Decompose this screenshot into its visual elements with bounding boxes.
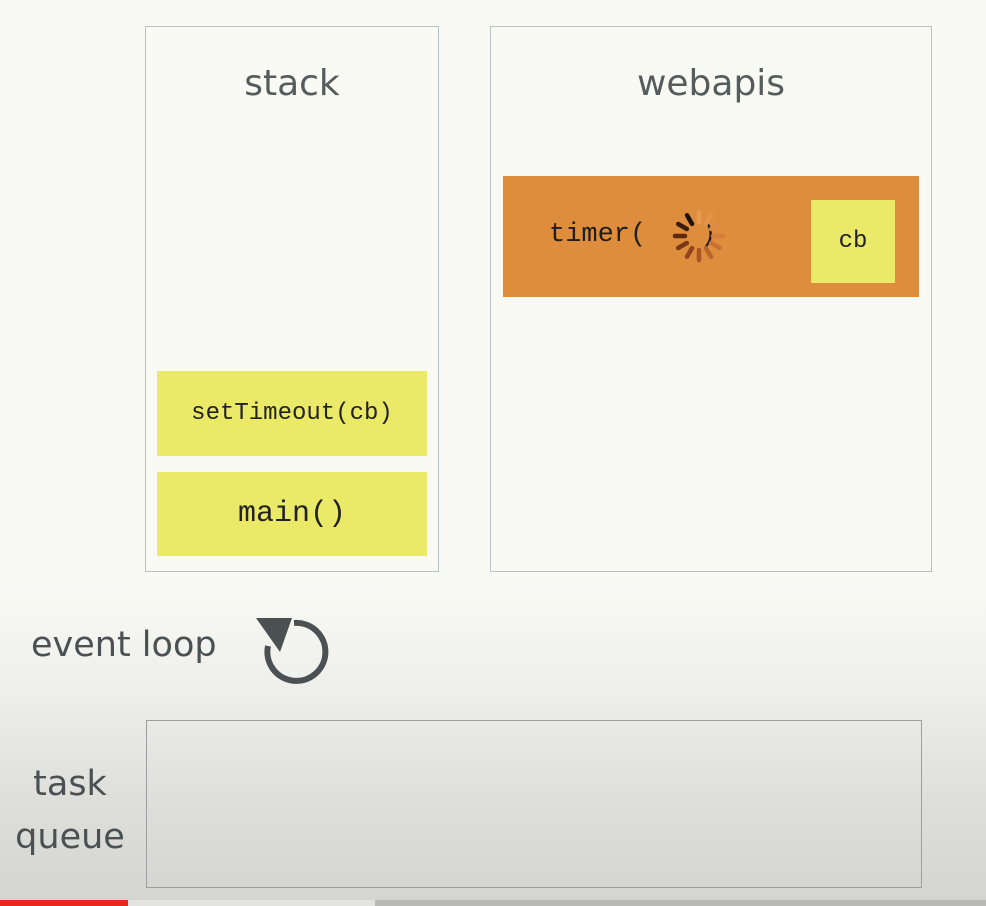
task-queue-label-line1: task <box>33 764 107 804</box>
loop-arrow-icon <box>256 618 329 684</box>
video-progress-played <box>0 900 129 906</box>
timer-label: timer() <box>549 220 717 250</box>
task-queue-label: task queue <box>14 758 126 864</box>
video-progress-buffered <box>0 900 375 906</box>
stack-title: stack <box>244 63 340 104</box>
event-loop-label: event loop <box>31 625 217 665</box>
task-queue-box <box>146 720 922 888</box>
spinner-icon <box>672 209 726 263</box>
timer-callback: cb <box>811 200 895 283</box>
webapis-panel: webapis <box>490 26 932 572</box>
task-queue-label-line2: queue <box>15 817 125 857</box>
timer-block: timer() cb <box>503 176 919 297</box>
webapis-title: webapis <box>636 63 786 104</box>
video-progress-bar[interactable] <box>0 900 986 906</box>
stack-panel: stack <box>145 26 439 572</box>
stack-frame-main: main() <box>157 472 427 556</box>
stack-frame-settimeout: setTimeout(cb) <box>157 371 427 456</box>
